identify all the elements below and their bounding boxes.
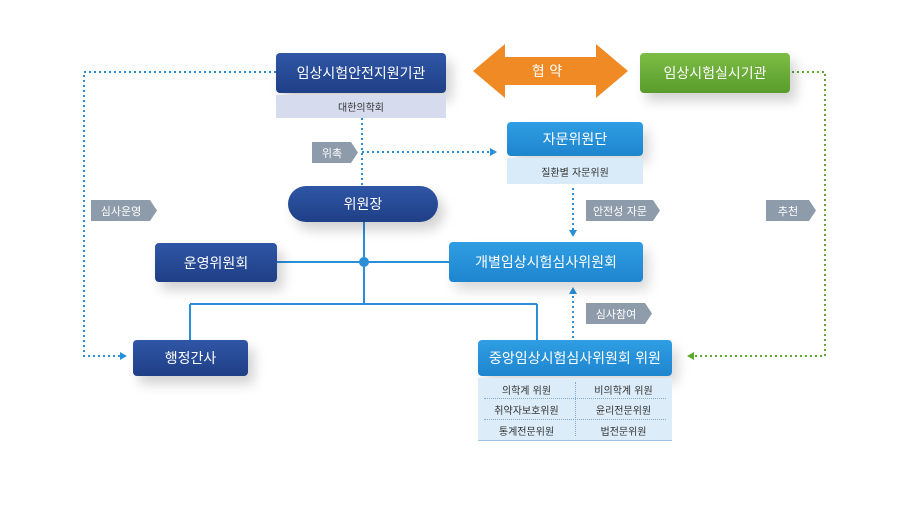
agreement-arrow bbox=[473, 44, 628, 98]
safety-support-org-label: 임상시험안전지원기관 bbox=[296, 66, 426, 82]
member-divider-horizontal bbox=[484, 398, 666, 399]
appointment-tag: 위촉 bbox=[312, 142, 358, 163]
central-irb-members-node: 중앙임상시험심사위원회 위원 bbox=[478, 340, 672, 376]
member-item: 의학계 위원 bbox=[501, 385, 552, 397]
trial-site-node: 임상시험실시기관 bbox=[640, 53, 790, 93]
operation-committee-node: 운영위원회 bbox=[155, 243, 277, 282]
safety-support-org-sub: 대한의학회 bbox=[276, 95, 446, 118]
member-item: 취약자보호위원 bbox=[494, 405, 559, 417]
member-list: 의학계 위원 비의학계 위원 취약자보호위원 윤리전문위원 통계전문위원 법전문… bbox=[478, 378, 672, 441]
advisory-group-sub-label: 질환별 자문위원 bbox=[541, 167, 609, 179]
chair-node: 위원장 bbox=[288, 186, 438, 222]
admin-secretary-node: 행정간사 bbox=[133, 340, 248, 376]
trial-site-label: 임상시험실시기관 bbox=[663, 66, 767, 82]
operation-committee-label: 운영위원회 bbox=[183, 255, 249, 272]
advisory-group-node: 자문위원단 bbox=[507, 122, 643, 156]
member-item: 윤리전문위원 bbox=[595, 405, 652, 417]
recommendation-line bbox=[687, 71, 826, 360]
advisory-group-sub: 질환별 자문위원 bbox=[507, 158, 643, 184]
review-operation-line bbox=[83, 71, 276, 360]
member-item: 법전문위원 bbox=[600, 426, 647, 438]
member-divider-horizontal bbox=[484, 419, 666, 420]
admin-secretary-label: 행정간사 bbox=[164, 351, 217, 367]
review-participation-tag: 심사참여 bbox=[586, 303, 652, 324]
junction-dot bbox=[359, 257, 369, 267]
safety-advice-tag: 안전성 자문 bbox=[586, 200, 660, 221]
member-item: 비의학계 위원 bbox=[594, 385, 653, 397]
member-divider-vertical bbox=[575, 382, 576, 436]
chair-label: 위원장 bbox=[343, 197, 383, 213]
recommendation-tag: 추천 bbox=[766, 200, 816, 221]
member-item: 통계전문위원 bbox=[498, 426, 555, 438]
individual-irb-label: 개별임상시험심사위원회 bbox=[475, 255, 617, 271]
safety-support-org-sub-label: 대한의학회 bbox=[338, 103, 384, 114]
central-irb-members-label: 중앙임상시험심사위원회 위원 bbox=[489, 351, 661, 367]
safety-support-org-node: 임상시험안전지원기관 bbox=[276, 53, 446, 93]
agreement-label: 협 약 bbox=[531, 64, 563, 80]
individual-irb-node: 개별임상시험심사위원회 bbox=[449, 242, 643, 282]
advisory-group-label: 자문위원단 bbox=[542, 132, 608, 148]
review-operation-tag: 심사운영 bbox=[91, 200, 157, 221]
